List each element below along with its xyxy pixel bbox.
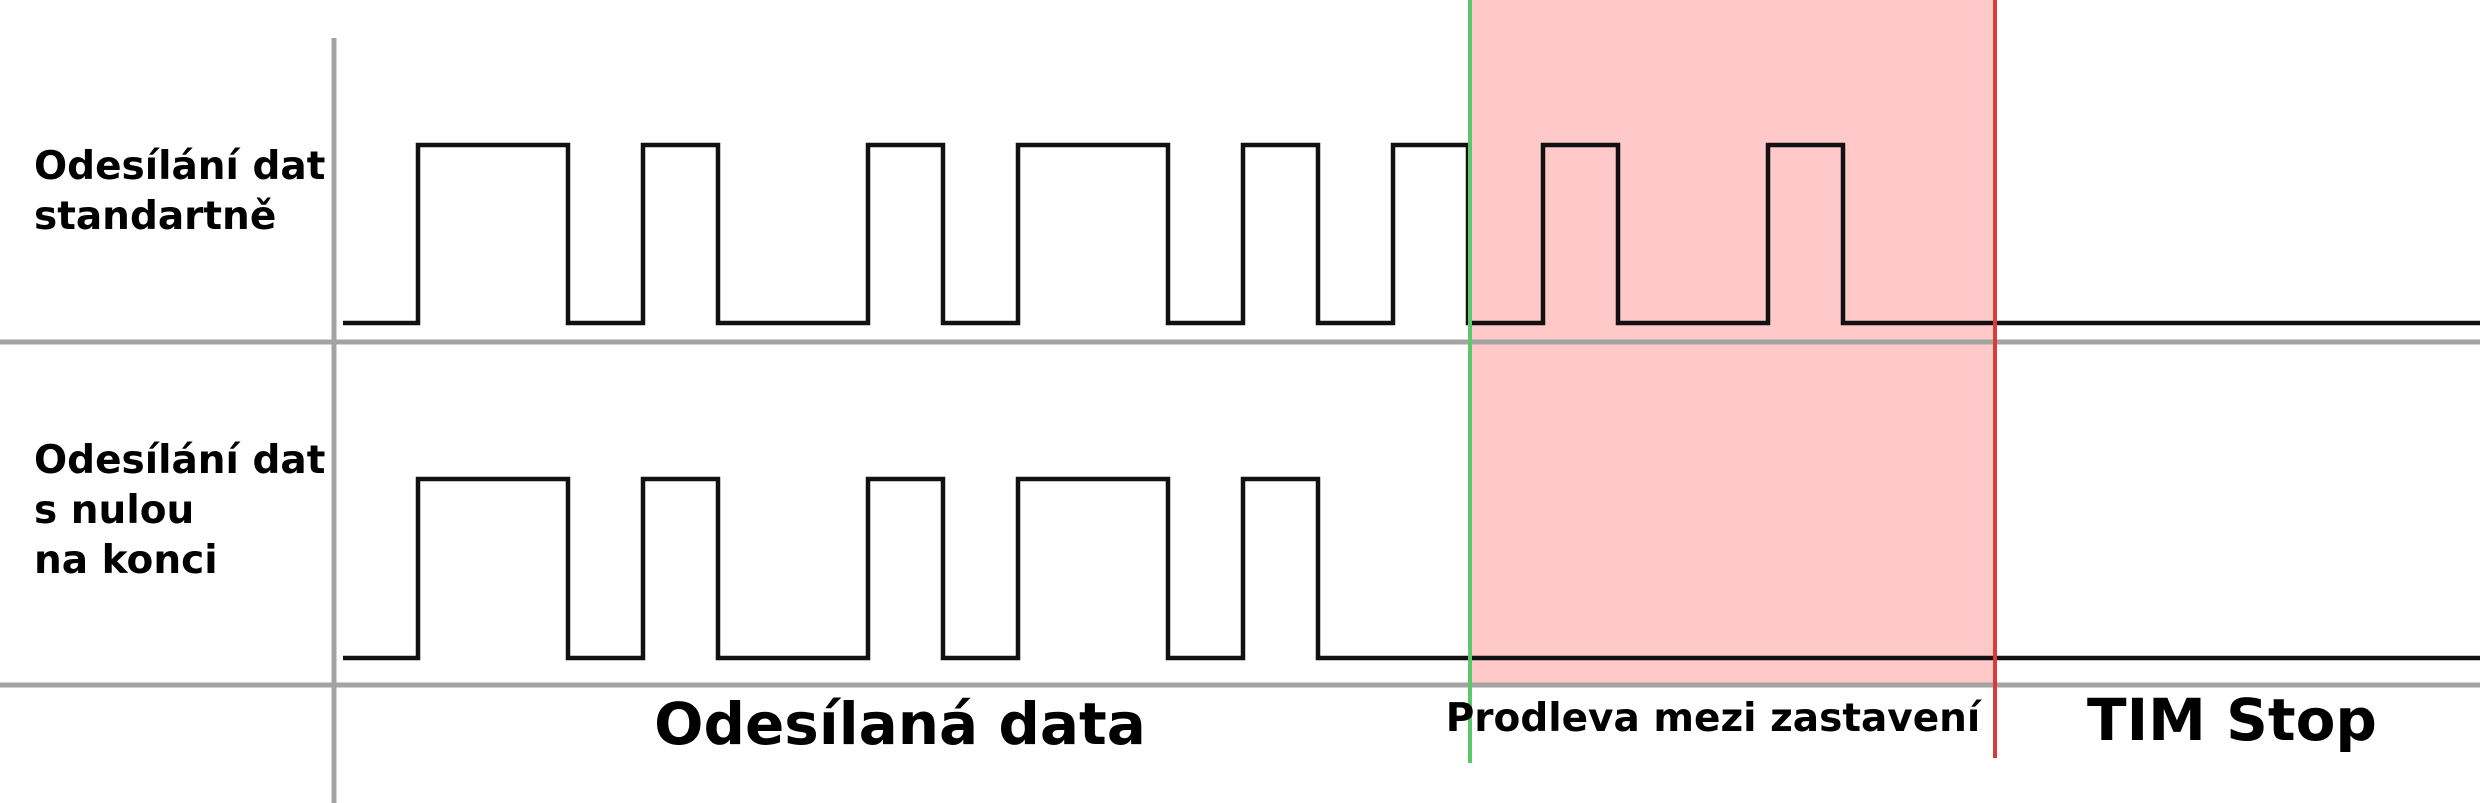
section-label-sent-data: Odesílaná data xyxy=(654,690,1146,758)
row-label-standard: Odesílání dat standartně xyxy=(34,142,325,242)
row-label-line: na konci xyxy=(34,538,218,583)
row-label-zero-end: Odesílání dat s nulou na konci xyxy=(34,436,325,586)
row-label-line: standartně xyxy=(34,194,277,239)
row-label-line: Odesílání dat xyxy=(34,144,326,189)
row-label-line: s nulou xyxy=(34,488,195,533)
signal-waveform-standard xyxy=(343,142,2480,326)
row-label-line: Odesílání dat xyxy=(34,438,326,483)
section-label-delay: Prodleva mezi zastavení xyxy=(1445,696,1981,741)
section-label-tim-stop: TIM Stop xyxy=(2087,686,2377,754)
signal-waveform-zero-end xyxy=(343,476,2480,661)
